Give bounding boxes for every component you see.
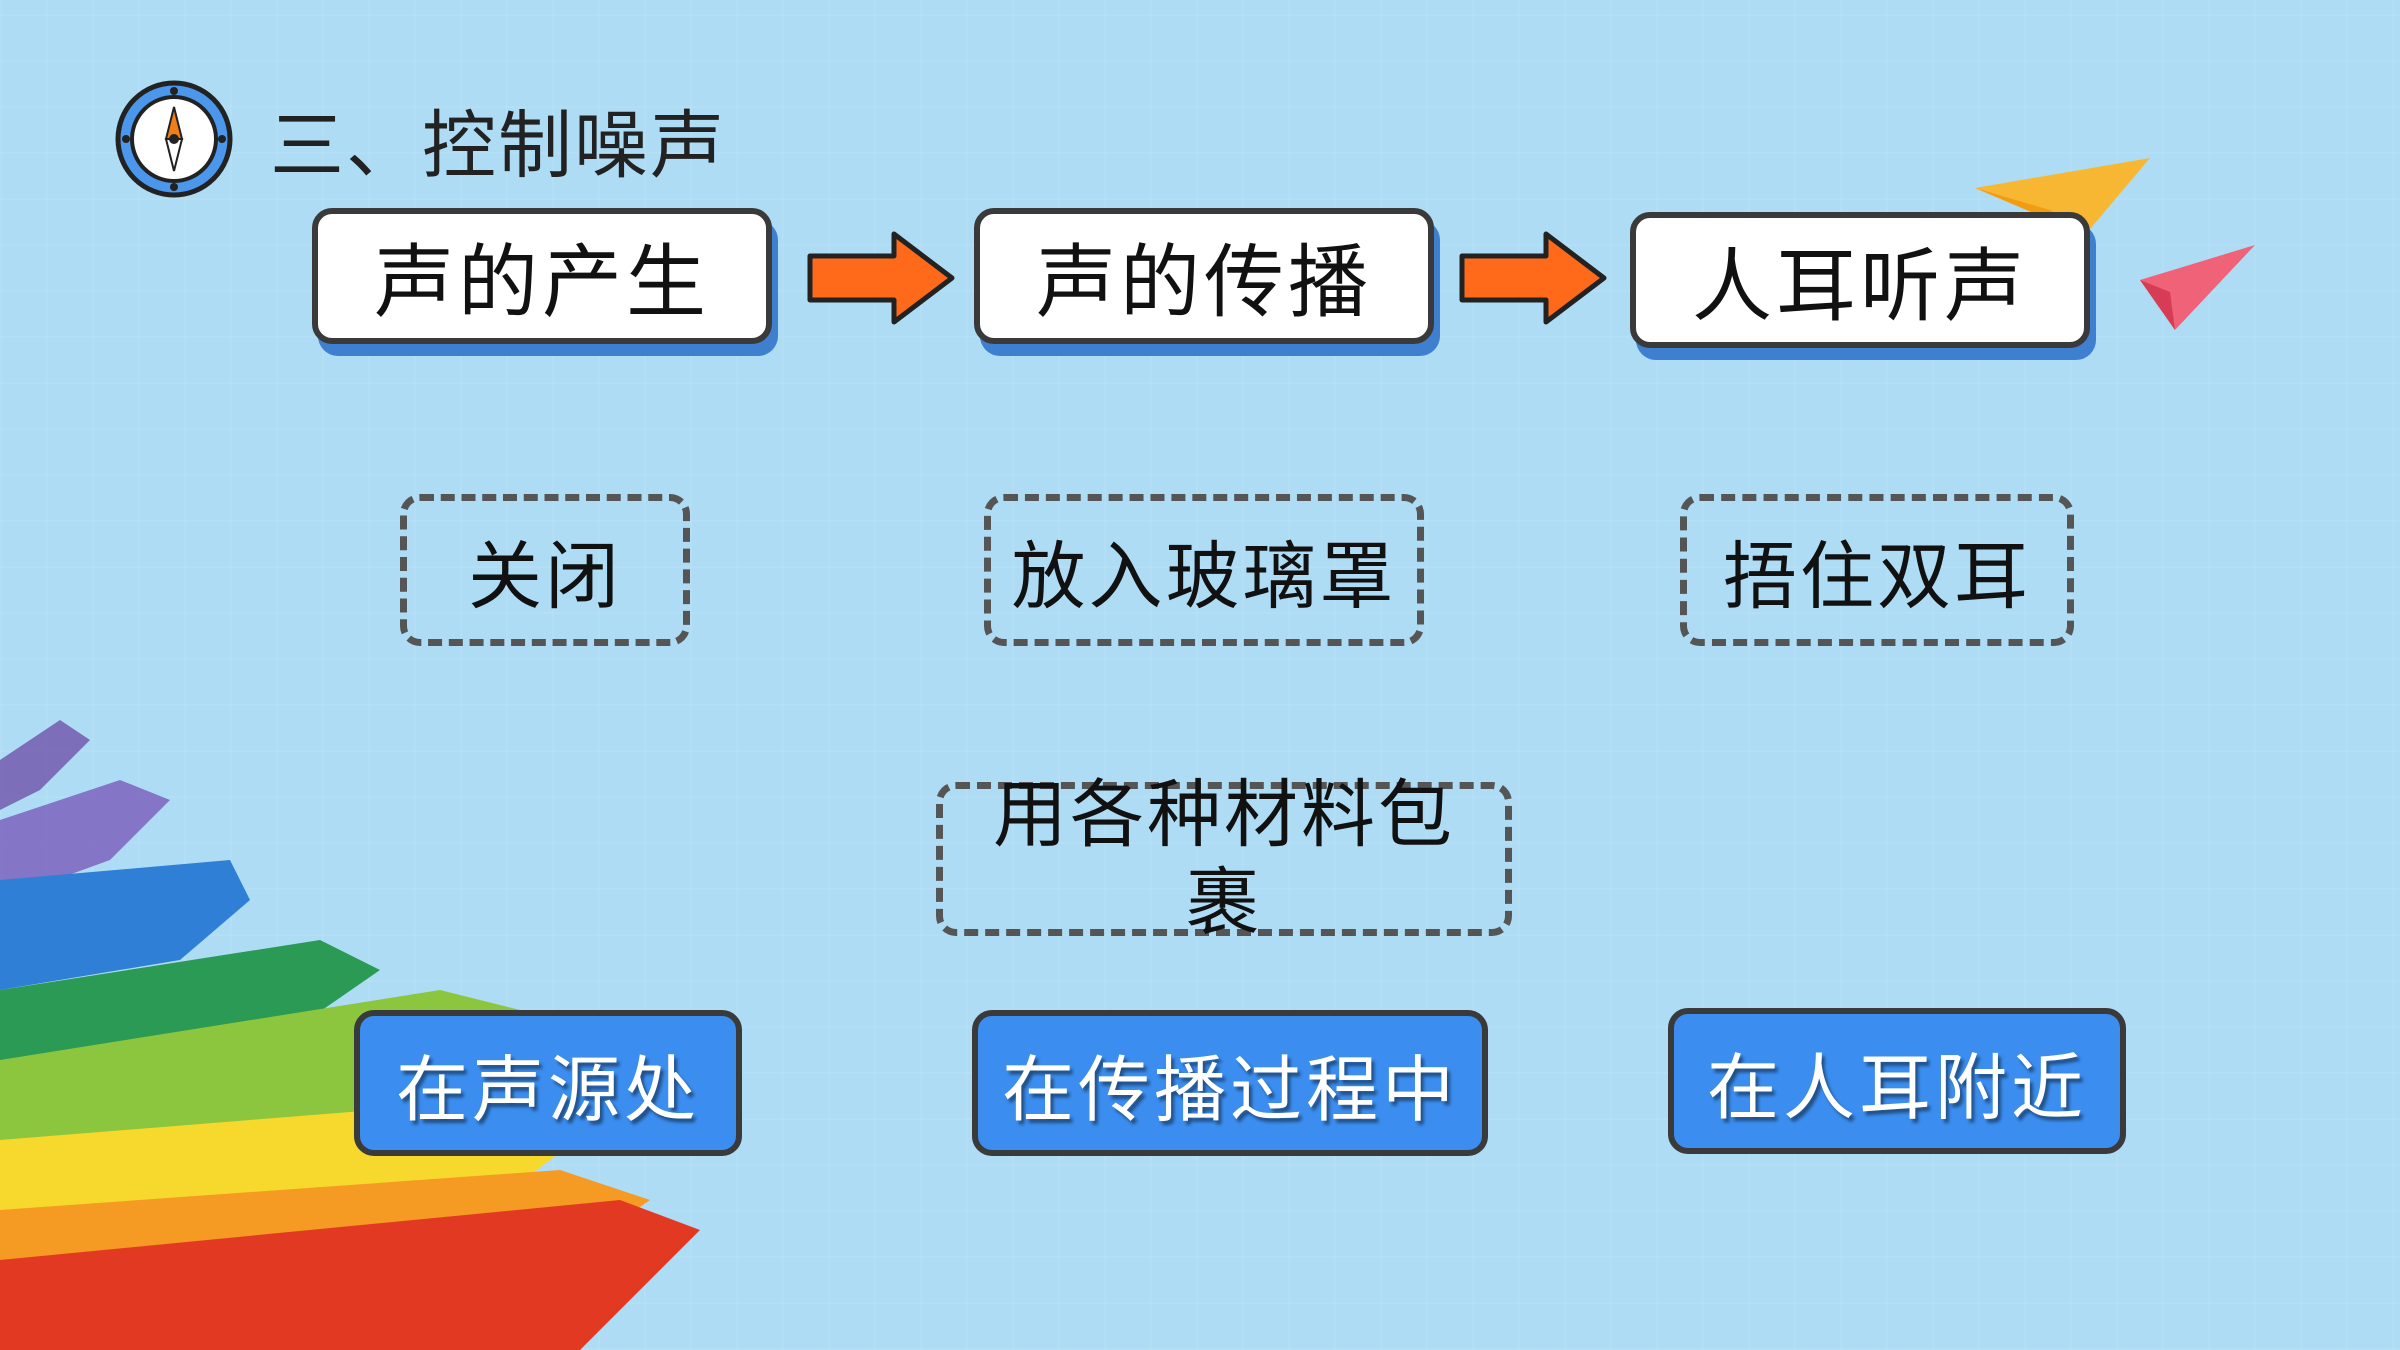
compass-icon (115, 80, 233, 198)
place-box-ear: 在人耳附近 (1668, 1008, 2126, 1154)
place-box-propagation: 在传播过程中 (972, 1010, 1488, 1156)
stage-box-source: 声的产生 (312, 208, 772, 344)
method-box-close: 关闭 (400, 494, 690, 646)
stage-box-ear: 人耳听声 (1630, 212, 2090, 348)
arrow-right-icon (1459, 231, 1607, 325)
method-box-glass-cover: 放入玻璃罩 (984, 494, 1424, 646)
method-box-cover-ears: 捂住双耳 (1680, 494, 2074, 646)
stage-box-propagation: 声的传播 (974, 208, 1434, 344)
paper-plane-icon (2140, 245, 2255, 330)
place-box-source: 在声源处 (354, 1010, 742, 1156)
arrow-right-icon (807, 231, 955, 325)
method-box-wrap-materials: 用各种材料包裹 (936, 772, 1512, 946)
title-row: 三、控制噪声 (112, 74, 726, 204)
page-title: 三、控制噪声 (270, 102, 726, 189)
